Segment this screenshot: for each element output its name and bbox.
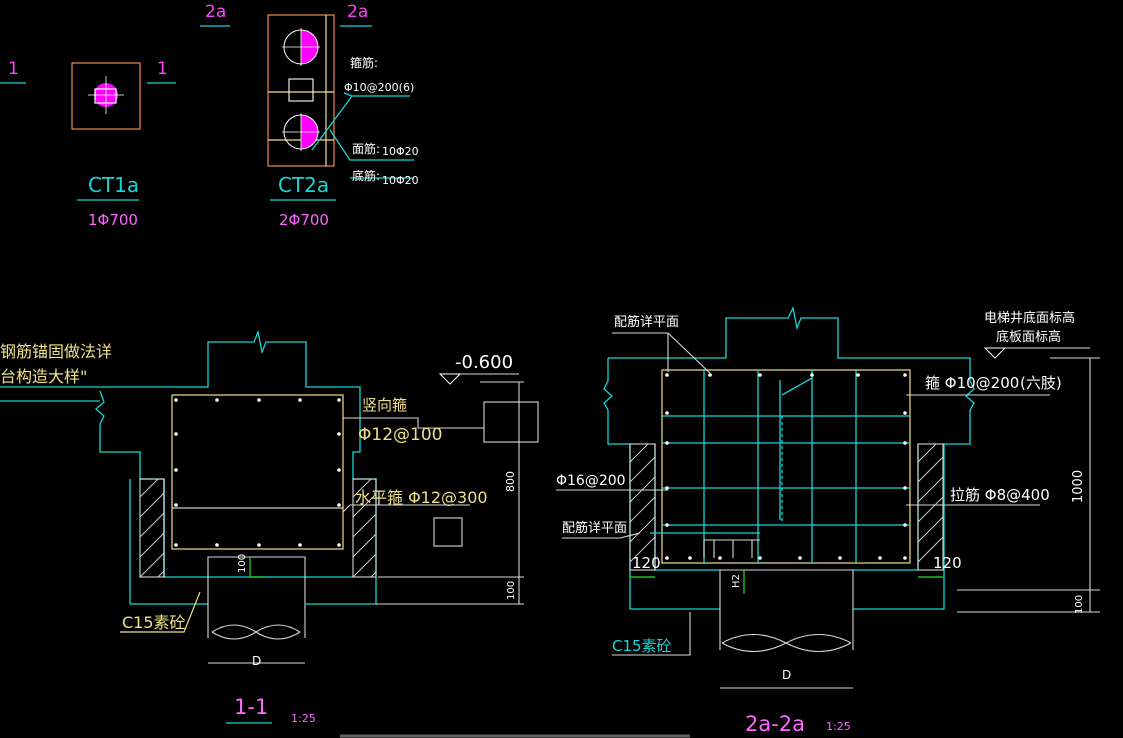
section-1-1-title: 1-1 [234,695,268,719]
section-2a-dim-120-right: 120 [933,554,962,572]
section-1-1-note-line1: 钢筋锚固做法详 [0,342,112,361]
section-1-1-rebar-dots [174,398,341,547]
section-1-1-vertical-spec: Φ12@100 [358,425,442,445]
ct2a-spec: 2Φ700 [279,211,329,229]
section-2a-rebar-cage [661,369,911,564]
ct2a-stirrup-label: 箍筋: [350,55,378,70]
ct1a-cap-outline [71,62,141,130]
ct2a-bottom-bar-spec: 10Φ20 [382,174,419,187]
ct2a-plan: 2a 2a 箍筋: Φ10@200(6) 面筋: 10Φ20 底筋: 10Φ20… [200,2,419,229]
section-1-1-dim-100-inner: 100 [237,554,248,573]
section-2a-dim-100: 100 [1074,595,1085,614]
section-2a-side-bar: Φ16@200 [556,473,626,489]
section-2a-stirrup: 箍 Φ10@200 [925,374,1019,392]
cut-label-1-left: 1 [8,59,19,79]
ct2a-top-bar-spec: 10Φ20 [382,145,419,158]
section-1-1: D 100 800 100 -0.600 竖向箍 Φ12@100 水平箍 Φ12… [0,329,539,725]
section-2a-rebar-detail-top: 配筋详平面 [614,314,679,330]
section-2a-rebar-dots [665,373,907,560]
section-2a-dim-120-left: 120 [632,554,661,572]
section-2a-dim-1000: 1000 [1071,470,1086,503]
ct2a-top-bar-label: 面筋: [352,141,380,156]
section-2a-2a: D H2 120 120 1000 100 电梯井底面标高 底板面标高 配筋详平… [340,306,1100,738]
section-1-1-elevation: -0.600 [455,352,513,373]
section-2a-tie-bar: 拉筋 Φ8@400 [950,486,1050,504]
section-2a-rebar-grid [650,370,910,563]
ct1a-title: CT1a [88,173,139,197]
section-2a-dim-h2: H2 [731,574,742,588]
section-1-1-concrete: C15素砼 [122,613,186,632]
ct1a-spec: 1Φ700 [88,211,138,229]
ct2a-column [288,78,314,102]
section-2a-pit-elev-2: 底板面标高 [996,329,1061,345]
section-2a-concrete: C15素砼 [612,637,672,655]
section-2a-title: 2a-2a [745,712,805,736]
section-2a-pile-dia: D [782,668,791,682]
section-1-1-scale: 1:25 [291,712,316,725]
section-1-1-pile-dia: D [252,654,261,668]
section-1-1-dim-800: 800 [504,471,517,492]
ct2a-bottom-bar-label: 底筋: [352,168,380,183]
ct1a-plan: 1 1 CT1a 1Φ700 [0,59,176,229]
ct2a-title: CT2a [278,173,329,197]
cut-label-2a-right: 2a [347,2,368,22]
section-1-1-vertical-stirrup: 竖向箍 [362,396,407,414]
section-1-1-horizontal-stirrup: 水平箍 Φ12@300 [355,488,488,507]
section-2a-stirrup-legs: (六肢) [1020,374,1062,392]
ct2a-cap-outline [267,14,335,167]
section-2a-pit-elev-1: 电梯井底面标高 [984,310,1075,326]
ct2a-stirrup-spec: Φ10@200(6) [344,81,414,94]
section-2a-scale: 1:25 [826,720,851,733]
section-2a-rebar-detail-bottom: 配筋详平面 [562,520,627,536]
cut-label-2a-left: 2a [205,2,226,22]
section-1-1-note-line2: 台构造大样" [0,367,87,386]
cut-label-1-right: 1 [157,59,168,79]
ct1a-column [94,88,117,104]
section-1-1-dim-100: 100 [506,581,517,600]
section-1-1-rebar-cage [171,394,344,550]
